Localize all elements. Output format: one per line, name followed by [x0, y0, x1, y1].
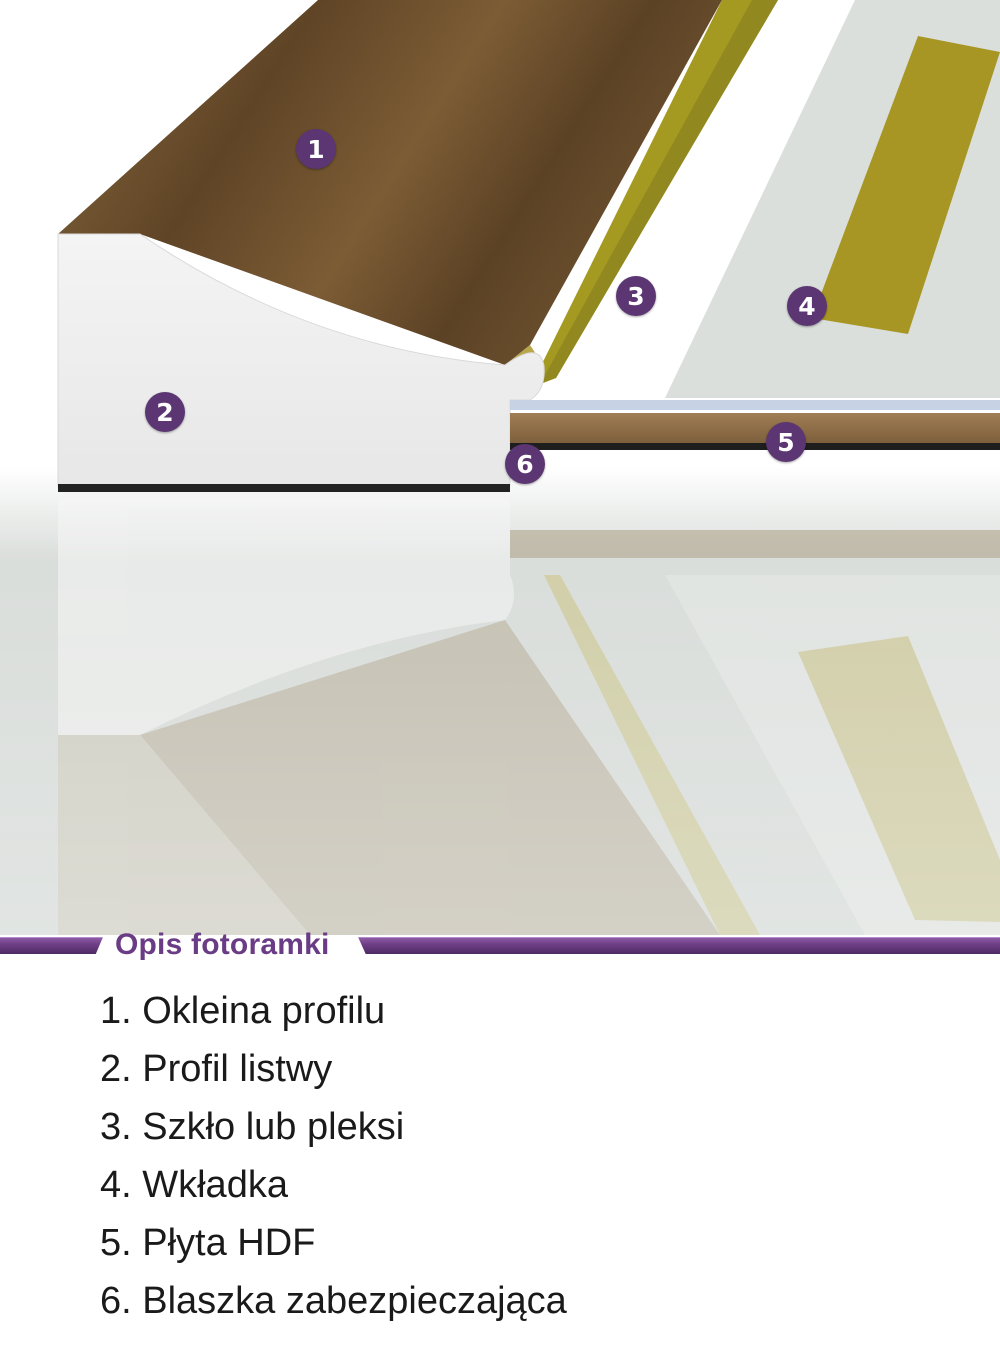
- glass-sheet: [510, 400, 1000, 410]
- frame-cross-section-diagram: [0, 0, 1000, 935]
- marker-4: 4: [787, 286, 827, 326]
- marker-2: 2: [145, 392, 185, 432]
- insert-strip: [812, 36, 1000, 334]
- legend-item-3: 3. Szkło lub pleksi: [100, 1106, 405, 1148]
- legend-item-5: 5. Płyta HDF: [100, 1222, 316, 1264]
- veneer-top: [58, 0, 722, 365]
- section-rule-left: [0, 935, 103, 957]
- section-rule-right: [358, 935, 1000, 957]
- securing-plate: [510, 443, 1000, 450]
- marker-1: 1: [296, 129, 336, 169]
- marker-5: 5: [766, 422, 806, 462]
- legend-item-2: 2. Profil listwy: [100, 1048, 333, 1090]
- reflection-fade: [0, 492, 1000, 935]
- legend-item-4: 4. Wkładka: [100, 1164, 288, 1206]
- legend-item-1: 1. Okleina profilu: [100, 990, 386, 1032]
- legend-item-6: 6. Blaszka zabezpieczająca: [100, 1280, 567, 1322]
- hdf-board: [510, 413, 1000, 443]
- glass-edge-shade: [540, 0, 778, 384]
- legend-list: 1. Okleina profilu 2. Profil listwy 3. S…: [100, 984, 567, 1332]
- marker-6: 6: [505, 444, 545, 484]
- section-title: Opis fotoramki: [115, 928, 330, 961]
- profile-base-shadow: [58, 484, 510, 492]
- marker-3: 3: [616, 276, 656, 316]
